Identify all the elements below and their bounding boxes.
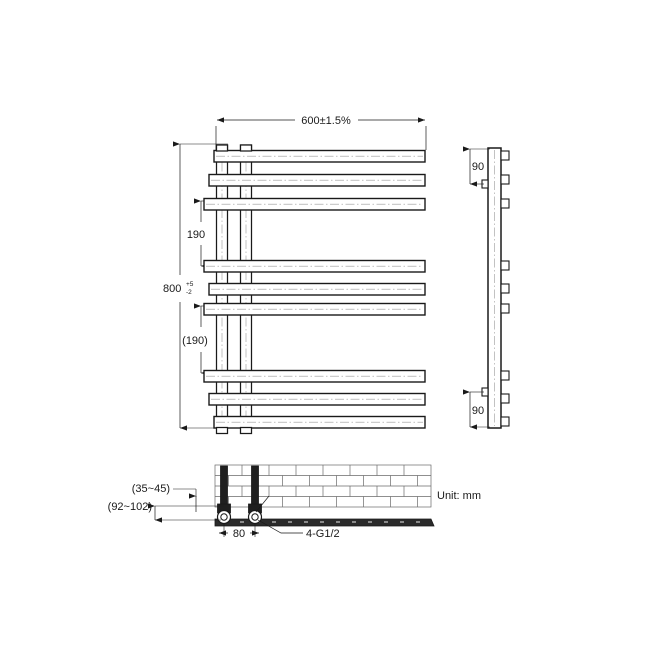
rail-bar <box>213 149 426 163</box>
valve-riser-pipe <box>251 465 259 505</box>
unit-note-label: Unit: mm <box>437 490 481 502</box>
valve-assembly-right <box>247 465 263 525</box>
wall-clearance-dimension <box>173 488 224 512</box>
side-elevation-view <box>463 146 510 430</box>
rail-bar <box>208 173 426 187</box>
valve-riser-pipe <box>220 465 228 505</box>
wall-mount-valve-detail-view <box>148 464 435 537</box>
floor-height-label: (92~102) <box>108 501 152 513</box>
thread-callout-label: 4-G1/2 <box>306 528 340 540</box>
valve-center-label: 80 <box>233 528 245 540</box>
wall-clearance-label: (35~45) <box>132 483 170 495</box>
rail-bar <box>203 302 426 316</box>
rail-bar <box>203 197 426 211</box>
side-top-dimension <box>463 146 490 187</box>
height-dimension-label-group: 800 +5 -2 <box>163 281 194 296</box>
width-dimension-label: 600±1.5% <box>301 115 351 127</box>
side-top-offset-label: 90 <box>472 161 484 173</box>
upper-spacing-label: 190 <box>187 229 205 241</box>
valve-handwheel-inner <box>251 513 259 521</box>
rail-group-bottom <box>203 369 426 429</box>
front-elevation-view <box>173 117 427 435</box>
valve-handwheel-inner <box>220 513 228 521</box>
valve-center-dimension <box>219 524 259 537</box>
rail-bar <box>213 415 426 429</box>
thread-callout-leader <box>255 495 303 534</box>
rail-group-middle <box>203 259 426 316</box>
height-tolerance-lower: -2 <box>186 289 192 296</box>
height-dimension-label: 800 <box>163 283 181 295</box>
side-wall-bracket-stubs <box>481 179 489 397</box>
rail-group-top <box>203 149 426 211</box>
floor-line <box>214 518 435 527</box>
side-bottom-dimension <box>463 389 490 430</box>
floor-height-dimension <box>148 503 221 523</box>
rail-bar <box>208 392 426 406</box>
rail-bar <box>203 259 426 273</box>
side-bottom-offset-label: 90 <box>472 405 484 417</box>
brick-wall <box>214 464 432 508</box>
rail-bar <box>203 369 426 383</box>
lower-spacing-label: (190) <box>182 335 208 347</box>
height-tolerance-upper: +5 <box>186 281 194 288</box>
side-rail-stubs <box>500 150 510 427</box>
manifold-end-caps <box>215 144 253 435</box>
rail-bar <box>208 282 426 296</box>
